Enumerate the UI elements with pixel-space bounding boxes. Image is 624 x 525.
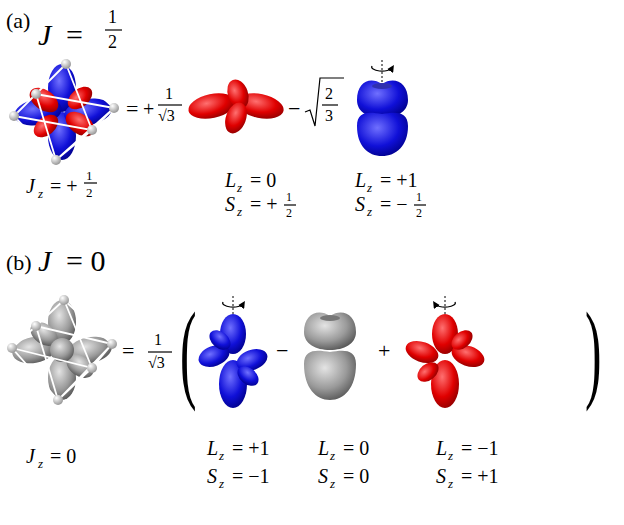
fraction-bars xyxy=(84,30,426,352)
math-label: = −1 xyxy=(461,438,499,458)
math-label: ) xyxy=(585,296,601,406)
math-label: J xyxy=(38,246,51,276)
math-label: + xyxy=(143,99,154,119)
math-label: = 0 xyxy=(250,170,276,190)
math-label: 2 xyxy=(86,186,93,199)
math-label: 2 xyxy=(416,207,422,219)
math-label: L xyxy=(225,170,236,190)
math-label: − xyxy=(288,98,300,120)
math-label: − xyxy=(276,340,288,362)
math-label: S xyxy=(225,194,235,214)
math-label: ( xyxy=(180,296,196,406)
math-label: (b) xyxy=(6,252,32,274)
grey-orbital xyxy=(304,313,356,400)
math-label: L xyxy=(318,438,329,458)
math-label: 1 xyxy=(86,169,93,182)
math-label: z xyxy=(219,477,224,490)
math-label: z xyxy=(367,181,372,194)
math-label: = + xyxy=(50,176,78,196)
math-label: 1 xyxy=(416,191,422,203)
red-orbital xyxy=(403,296,488,408)
math-label: = 0 xyxy=(343,438,369,458)
math-label: z xyxy=(219,449,224,462)
math-label: z xyxy=(448,449,453,462)
math-label: = xyxy=(122,340,134,362)
math-label: z xyxy=(38,457,43,470)
octahedron-orbital xyxy=(9,59,119,165)
math-label: J xyxy=(38,20,51,50)
math-label: S xyxy=(318,466,328,486)
math-label: L xyxy=(207,438,218,458)
math-label: (a) xyxy=(6,10,30,32)
math-label: + xyxy=(378,340,390,362)
math-label: S xyxy=(207,466,217,486)
math-label: √3 xyxy=(158,108,175,124)
math-label: √3 xyxy=(148,355,165,371)
math-label: = + xyxy=(250,194,278,214)
math-label: = −1 xyxy=(232,466,270,486)
octahedron-orbital xyxy=(7,295,117,405)
math-label: J xyxy=(26,446,35,466)
math-label: 2 xyxy=(286,207,292,219)
math-label: z xyxy=(330,449,335,462)
math-label: S xyxy=(355,194,365,214)
math-label: = 0 xyxy=(66,246,105,276)
math-label: 1 xyxy=(108,8,117,26)
math-label: = +1 xyxy=(380,170,418,190)
math-label: = 0 xyxy=(50,446,76,466)
math-label: = xyxy=(126,98,138,120)
math-label: = +1 xyxy=(232,438,270,458)
math-label: 2 xyxy=(108,33,117,51)
math-label: = xyxy=(66,20,83,50)
math-label: 1 xyxy=(154,332,162,348)
math-label: = − xyxy=(380,194,408,214)
red-orbital xyxy=(186,76,286,136)
math-label: L xyxy=(436,438,447,458)
math-label: z xyxy=(448,477,453,490)
math-label: z xyxy=(237,205,242,218)
math-label: 2 xyxy=(325,86,333,102)
math-label: J xyxy=(26,176,35,196)
math-label: S xyxy=(436,466,446,486)
math-label: z xyxy=(367,205,372,218)
math-label: 3 xyxy=(325,108,333,124)
math-label: z xyxy=(330,477,335,490)
math-label: L xyxy=(355,170,366,190)
math-label: = +1 xyxy=(461,466,499,486)
blue-orbital xyxy=(196,296,271,408)
math-label: 1 xyxy=(165,86,173,102)
math-label: 1 xyxy=(286,191,292,203)
math-label: z xyxy=(38,187,43,200)
blue-orbital xyxy=(357,60,408,156)
math-label: = 0 xyxy=(343,466,369,486)
math-label: z xyxy=(237,181,242,194)
